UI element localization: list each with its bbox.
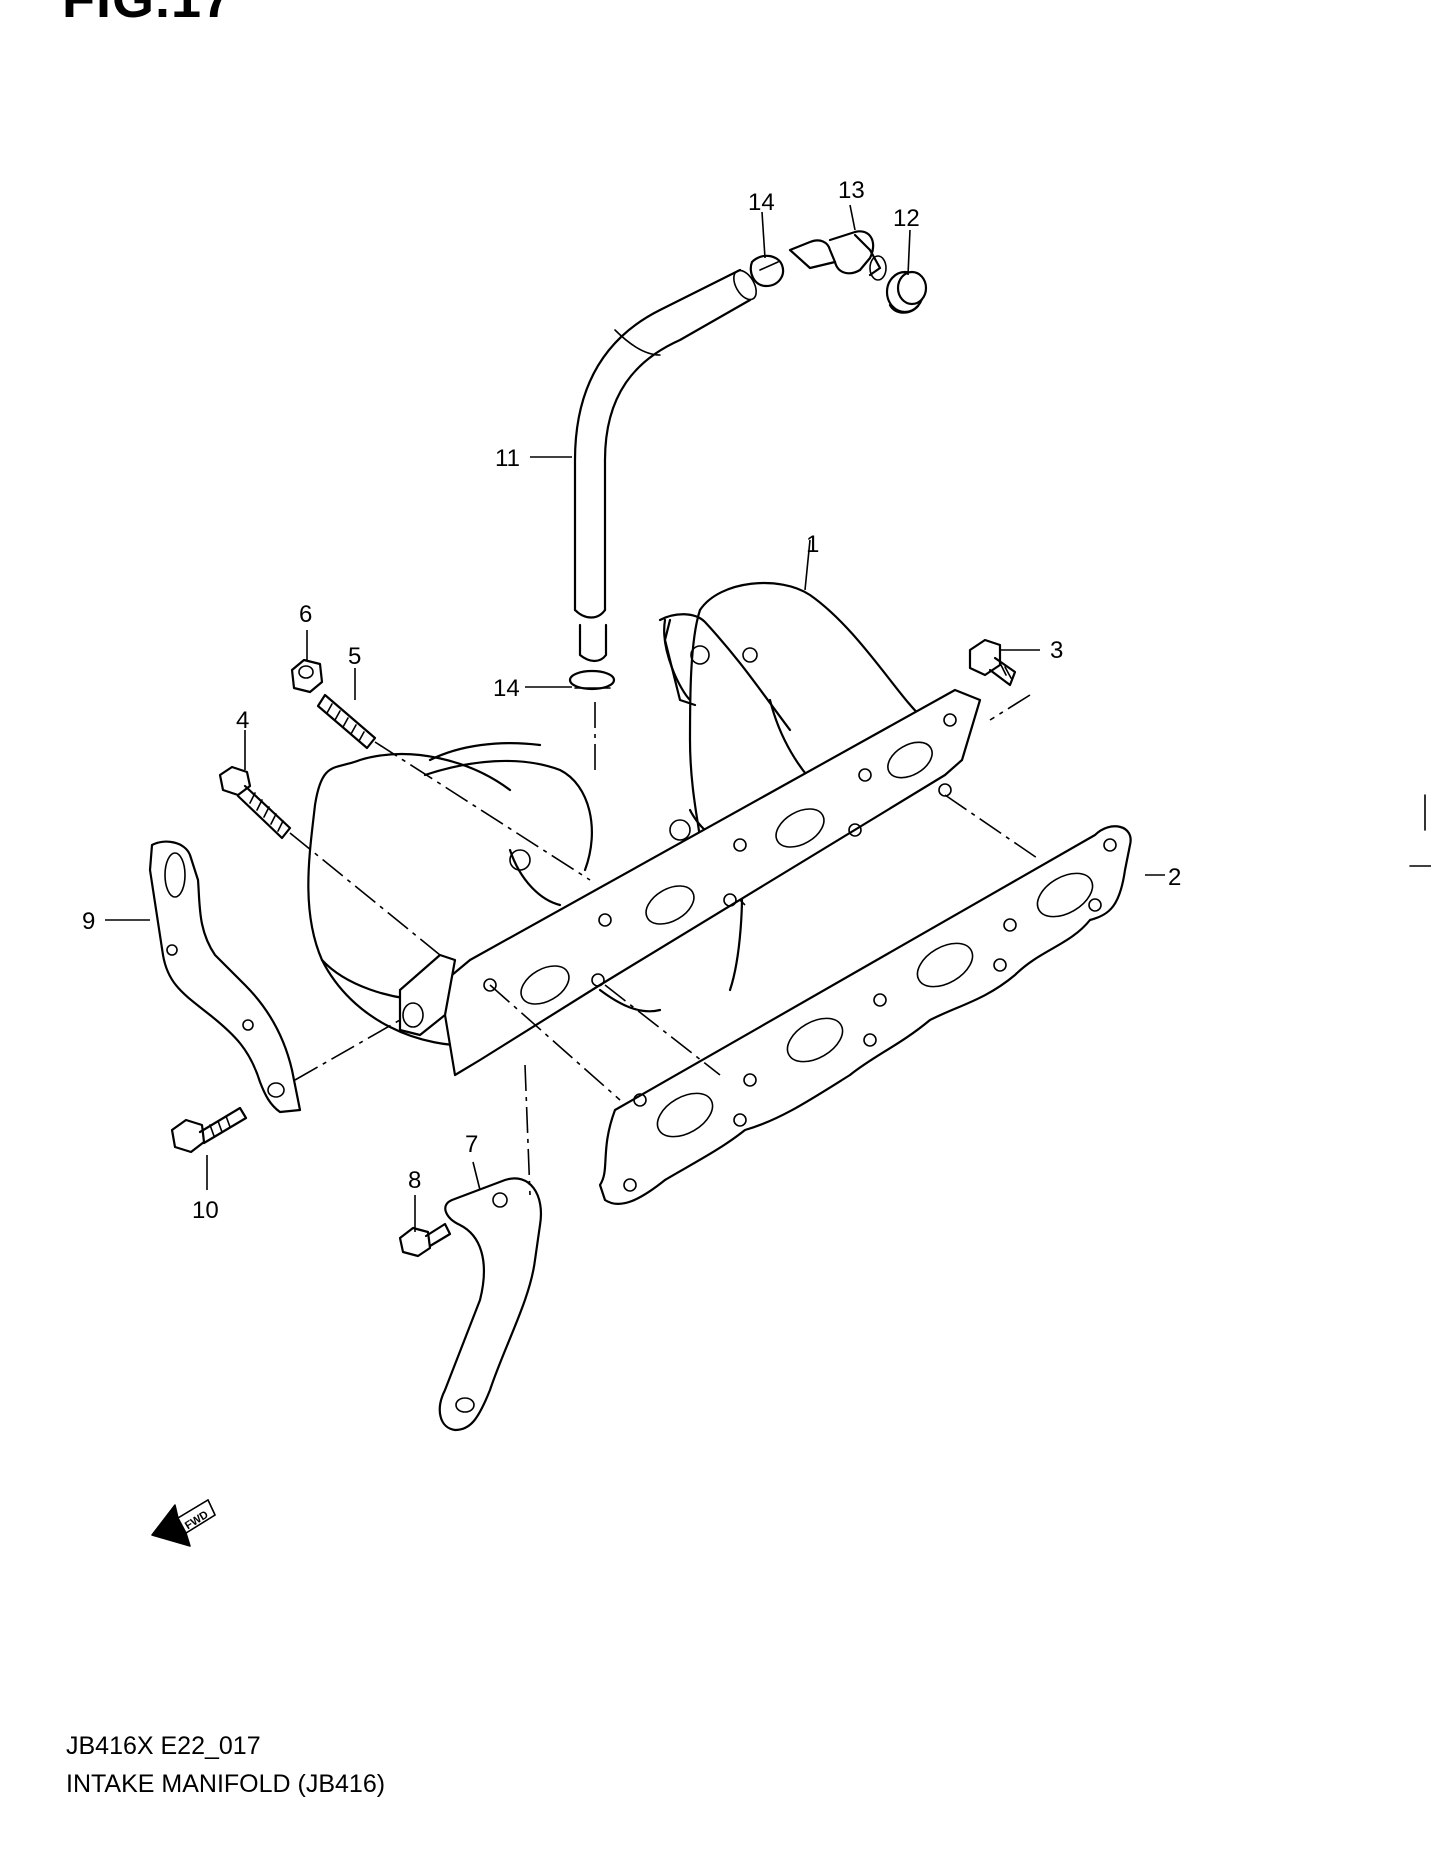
- hose-clip-lower[interactable]: [568, 669, 616, 691]
- callout-8: 8: [408, 1167, 421, 1194]
- callout-11: 11: [495, 445, 520, 472]
- callout-3: 3: [1050, 637, 1063, 664]
- intake-manifold[interactable]: [307, 581, 982, 1077]
- figure-code: JB416X E22_017: [66, 1732, 261, 1760]
- hose-clip-upper[interactable]: [749, 254, 785, 288]
- bolt-3[interactable]: [968, 638, 1017, 687]
- callout-14-lower: 14: [493, 675, 520, 702]
- callout-12: 12: [893, 205, 920, 232]
- stud-5[interactable]: [316, 693, 377, 750]
- bracket-9[interactable]: [148, 840, 302, 1114]
- callout-5: 5: [348, 643, 361, 670]
- callout-1: 1: [806, 531, 819, 558]
- bolt-10[interactable]: [170, 1106, 248, 1154]
- bolt-4[interactable]: [218, 765, 292, 840]
- bracket-7[interactable]: [438, 1177, 543, 1432]
- callout-2: 2: [1168, 864, 1181, 891]
- grommet[interactable]: [885, 270, 928, 314]
- callout-10: 10: [192, 1197, 219, 1224]
- callout-14-upper: 14: [748, 189, 775, 216]
- bolt-8[interactable]: [398, 1222, 452, 1258]
- callout-7: 7: [465, 1131, 478, 1158]
- figure-description: INTAKE MANIFOLD (JB416): [66, 1770, 386, 1798]
- manifold-gasket[interactable]: [598, 825, 1132, 1205]
- nut-6[interactable]: [290, 658, 324, 694]
- callout-6: 6: [299, 601, 312, 628]
- pcv-elbow-fitting[interactable]: [788, 230, 887, 281]
- callout-4: 4: [236, 707, 249, 734]
- breather-hose[interactable]: [573, 267, 761, 663]
- callout-9: 9: [82, 908, 95, 935]
- fwd-arrow-icon: FWD: [151, 1498, 216, 1547]
- callout-13: 13: [838, 177, 865, 204]
- figure-title: FIG.17: [62, 0, 233, 26]
